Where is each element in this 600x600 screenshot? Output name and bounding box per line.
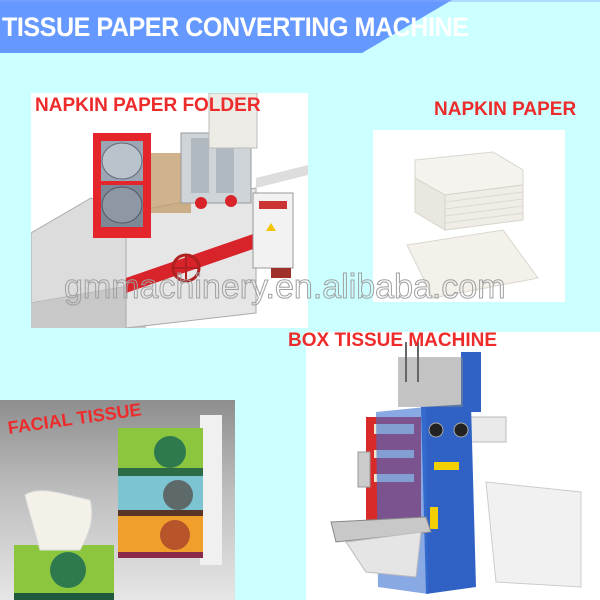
box-tissue-machine-image — [330, 342, 582, 594]
watermark-part2: .en.alibaba.com — [265, 268, 506, 307]
napkin-folder-label: NAPKIN PAPER FOLDER — [35, 95, 261, 116]
box-tissue-label: BOX TISSUE MACHINE — [288, 330, 498, 351]
napkin-paper-label: NAPKIN PAPER — [434, 99, 577, 120]
napkin-folder-machine-image — [31, 93, 308, 328]
header-banner: TISSUE PAPER CONVERTING MACHINE — [0, 0, 600, 53]
watermark: gmmachinery.en.alibaba.com — [64, 268, 507, 307]
banner-shape — [0, 0, 600, 53]
box-tissue-panel — [306, 332, 600, 600]
napkin-stack-image — [406, 151, 539, 299]
napkin-paper-panel — [373, 130, 565, 302]
facial-tissue-image — [14, 415, 222, 600]
page-title: TISSUE PAPER CONVERTING MACHINE — [2, 12, 469, 42]
watermark-part1: gmmachinery — [64, 268, 267, 307]
napkin-folder-panel: NAPKIN PAPER FOLDER — [31, 93, 308, 328]
facial-tissue-panel: FACIAL TISSUE — [0, 400, 235, 600]
